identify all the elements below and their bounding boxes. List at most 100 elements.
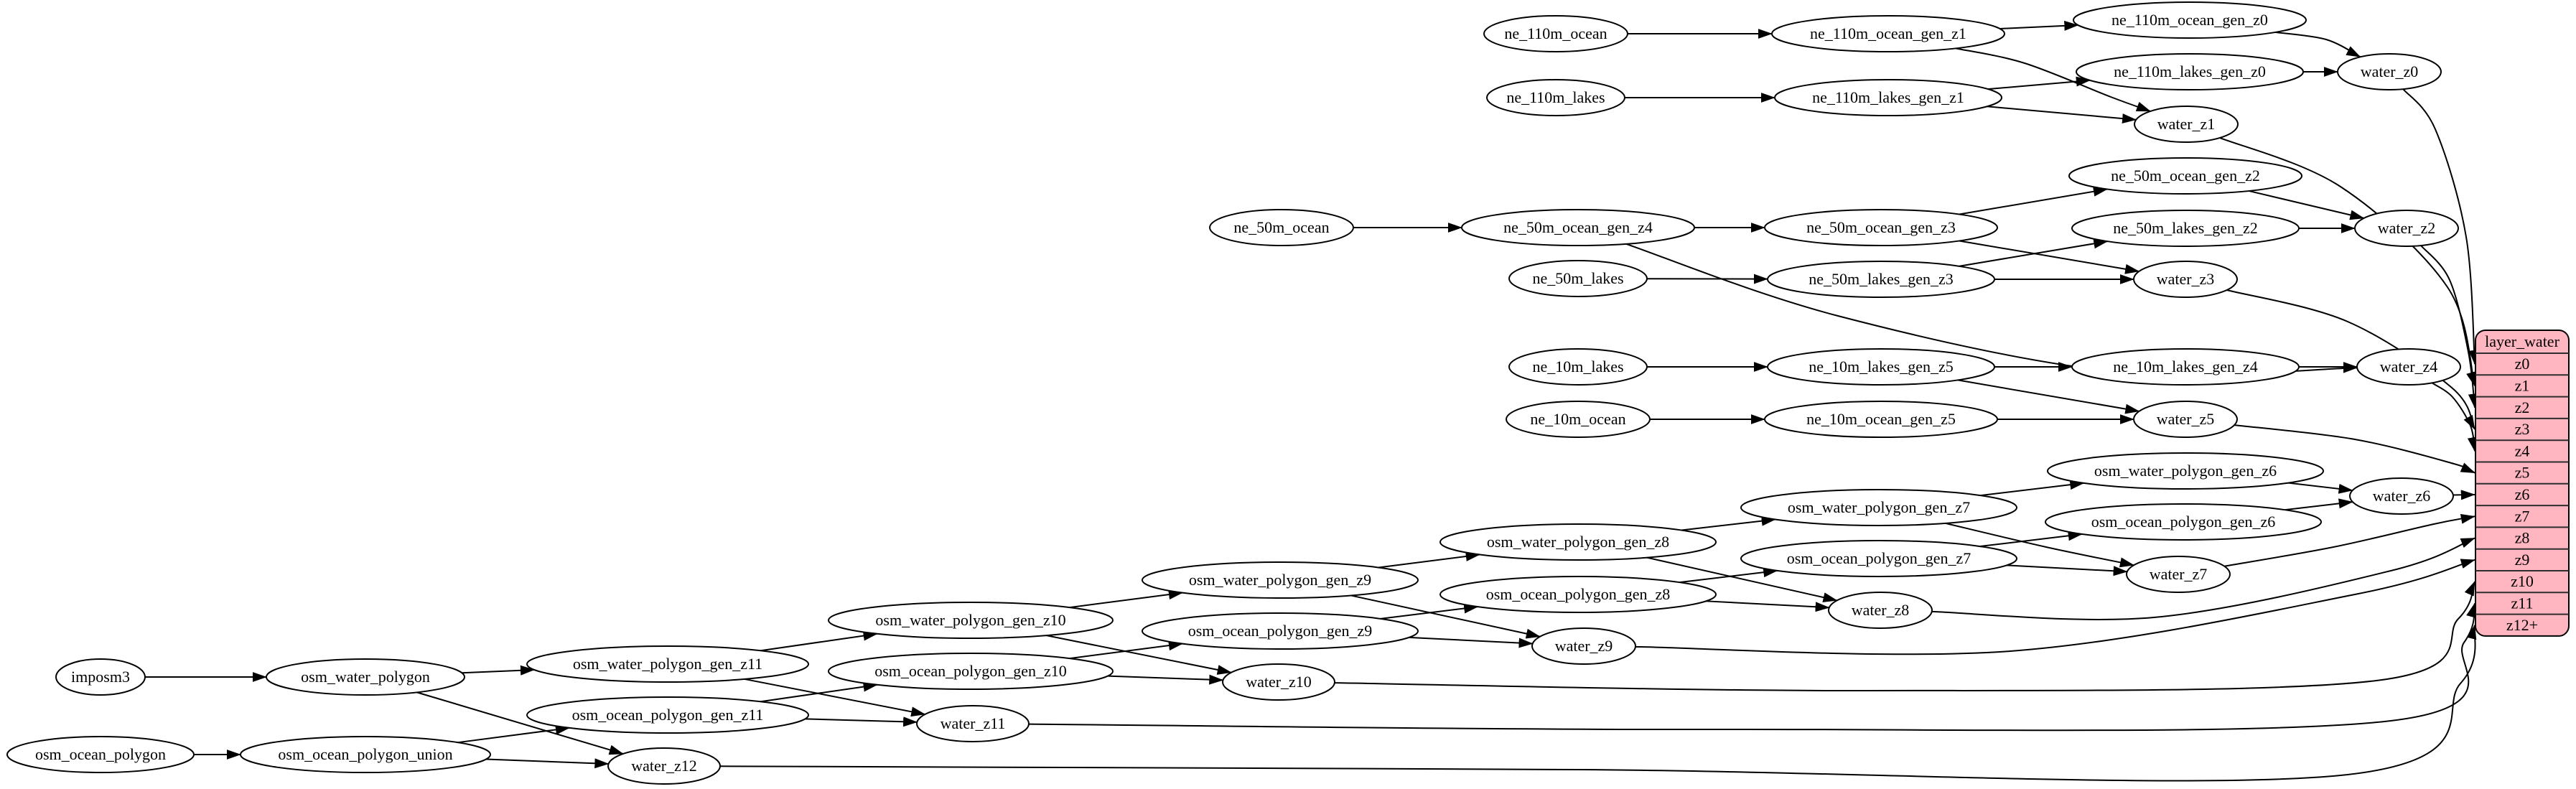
node-ne_110m_lakes: ne_110m_lakes — [1486, 79, 1625, 116]
layer-water-row-z11: z11 — [2511, 594, 2534, 612]
node-ne_50m_ocean_gen_z3-label: ne_50m_ocean_gen_z3 — [1806, 218, 1956, 236]
node-ne_50m_lakes_gen_z3-shape — [1767, 261, 1995, 298]
node-ne_110m_lakes_gen_z0-label: ne_110m_lakes_gen_z0 — [2114, 62, 2266, 80]
edge-osm_water_polygon_gen_z9-to-water_z9 — [1350, 594, 1541, 639]
node-osm_ocean_polygon_gen_z7-label: osm_ocean_polygon_gen_z7 — [1787, 549, 1971, 567]
layer-water-row-z0: z0 — [2515, 355, 2530, 373]
node-water_z7-label: water_z7 — [2150, 565, 2208, 583]
node-water_z0-label: water_z0 — [2361, 62, 2419, 80]
node-osm_ocean_polygon-label: osm_ocean_polygon — [35, 745, 166, 763]
edge-water_z10-to-layer_water.z10 — [1334, 581, 2475, 692]
node-ne_50m_ocean_gen_z2-label: ne_50m_ocean_gen_z2 — [2111, 167, 2260, 185]
node-ne_10m_ocean-shape — [1506, 401, 1651, 438]
node-osm_ocean_polygon: osm_ocean_polygon — [6, 736, 195, 773]
edge-osm_water_polygon_gen_z7-to-osm_water_polygon_gen_z6 — [1980, 480, 2085, 497]
node-water_z5-label: water_z5 — [2157, 410, 2215, 428]
node-ne_10m_ocean_gen_z5-label: ne_10m_ocean_gen_z5 — [1806, 410, 1956, 428]
node-water_z11-shape — [916, 705, 1030, 742]
node-ne_10m_ocean: ne_10m_ocean — [1506, 401, 1651, 438]
node-osm_ocean_polygon_gen_z10-shape — [828, 653, 1114, 690]
edge-ne_110m_lakes_gen_z1-to-water_z1 — [1987, 106, 2137, 124]
node-osm_water_polygon_gen_z8: osm_water_polygon_gen_z8 — [1439, 523, 1717, 561]
node-osm_ocean_polygon_gen_z10-label: osm_ocean_polygon_gen_z10 — [874, 662, 1067, 680]
node-water_z3: water_z3 — [2133, 261, 2238, 298]
node-ne_50m_ocean_gen_z4-label: ne_50m_ocean_gen_z4 — [1503, 218, 1653, 236]
node-ne_50m_ocean_gen_z3: ne_50m_ocean_gen_z3 — [1764, 209, 1998, 246]
edge-osm_water_polygon_gen_z11-to-osm_water_polygon_gen_z10 — [760, 630, 878, 652]
edge-osm_ocean_polygon_gen_z8-to-osm_ocean_polygon_gen_z7 — [1679, 567, 1778, 584]
layer-water-row-z4: z4 — [2515, 442, 2530, 459]
node-osm_water_polygon_gen_z7-shape — [1740, 489, 2017, 526]
node-osm_water_polygon_gen_z10-shape — [828, 602, 1114, 639]
layer-water-row-z5: z5 — [2515, 464, 2530, 482]
node-ne_110m_lakes_gen_z1-shape — [1774, 79, 2002, 116]
node-ne_50m_lakes-label: ne_50m_lakes — [1532, 269, 1623, 287]
layer-water-row-z9: z9 — [2515, 551, 2530, 569]
node-water_z4-label: water_z4 — [2380, 358, 2438, 375]
node-water_z8: water_z8 — [1828, 592, 1933, 629]
edge-water_z11-to-layer_water.z11 — [1028, 602, 2476, 732]
node-ne_50m_ocean_gen_z4: ne_50m_ocean_gen_z4 — [1461, 209, 1695, 246]
node-water_z6: water_z6 — [2349, 477, 2454, 515]
node-water_z9-shape — [1531, 627, 1636, 665]
node-water_z6-shape — [2349, 477, 2454, 515]
node-ne_10m_lakes-shape — [1508, 348, 1648, 386]
edge-osm_water_polygon_gen_z6-to-water_z6 — [2288, 482, 2353, 494]
node-ne_10m_ocean-label: ne_10m_ocean — [1530, 410, 1625, 428]
edge-osm_water_polygon_gen_z9-to-osm_water_polygon_gen_z8 — [1378, 551, 1480, 569]
node-ne_50m_ocean_gen_z2-shape — [2068, 157, 2302, 195]
node-water_z5-shape — [2133, 401, 2238, 438]
node-ne_110m_ocean_gen_z1-shape — [1771, 15, 2005, 52]
edges-layer — [145, 20, 2479, 782]
node-osm_ocean_polygon_gen_z9: osm_ocean_polygon_gen_z9 — [1142, 612, 1419, 650]
node-ne_10m_lakes_gen_z4-label: ne_10m_lakes_gen_z4 — [2113, 358, 2258, 375]
node-ne_10m_lakes_gen_z4-shape — [2071, 348, 2300, 386]
layer-water-row-z6: z6 — [2515, 485, 2530, 503]
edge-osm_ocean_polygon_gen_z10-to-osm_ocean_polygon_gen_z9 — [1069, 640, 1183, 660]
edge-water_z2-to-layer_water.z2 — [2420, 245, 2478, 408]
edge-ne_50m_ocean_gen_z3-to-ne_50m_ocean_gen_z2 — [1959, 186, 2108, 215]
node-ne_110m_ocean_gen_z1-label: ne_110m_ocean_gen_z1 — [1810, 24, 1966, 42]
layer-water-row-z1: z1 — [2515, 376, 2530, 394]
edge-osm_water_polygon-to-water_z12 — [416, 691, 624, 755]
edge-osm_water_polygon_gen_z8-to-water_z8 — [1646, 556, 1838, 602]
node-osm_ocean_polygon_gen_z11: osm_ocean_polygon_gen_z11 — [526, 696, 809, 734]
node-osm_ocean_polygon_gen_z10: osm_ocean_polygon_gen_z10 — [828, 653, 1114, 690]
edge-water_z7-to-layer_water.z7 — [2224, 513, 2475, 567]
node-ne_110m_lakes_gen_z1: ne_110m_lakes_gen_z1 — [1774, 79, 2002, 116]
layer-water-table: layer_waterz0z1z2z3z4z5z6z7z8z9z10z11z12… — [2475, 330, 2570, 637]
layer-water-table-title: layer_water — [2485, 332, 2559, 350]
node-imposm3: imposm3 — [55, 658, 146, 696]
node-water_z2-label: water_z2 — [2378, 219, 2436, 237]
node-osm_ocean_polygon_gen_z11-shape — [526, 696, 809, 734]
node-ne_110m_ocean_gen_z0-label: ne_110m_ocean_gen_z0 — [2111, 11, 2268, 29]
node-osm_water_polygon_gen_z8-label: osm_water_polygon_gen_z8 — [1487, 533, 1669, 551]
node-ne_50m_ocean_gen_z3-shape — [1764, 209, 1998, 246]
edge-osm_ocean_polygon_gen_z11-to-water_z11 — [805, 716, 918, 727]
node-ne_50m_lakes_gen_z2-shape — [2071, 210, 2300, 247]
node-water_z10-label: water_z10 — [1246, 673, 1312, 691]
node-osm_ocean_polygon_gen_z9-label: osm_ocean_polygon_gen_z9 — [1188, 622, 1373, 640]
node-ne_50m_ocean-shape — [1209, 209, 1354, 246]
node-osm_ocean_polygon_gen_z6-label: osm_ocean_polygon_gen_z6 — [2091, 513, 2276, 531]
node-ne_50m_lakes_gen_z2-label: ne_50m_lakes_gen_z2 — [2113, 219, 2258, 237]
node-water_z8-shape — [1828, 592, 1933, 629]
node-osm_ocean_polygon_gen_z7: osm_ocean_polygon_gen_z7 — [1740, 540, 2017, 577]
edge-ne_110m_ocean_gen_z1-to-ne_110m_ocean_gen_z0 — [1999, 20, 2079, 31]
node-ne_110m_ocean_gen_z0-shape — [2073, 1, 2307, 39]
node-ne_50m_lakes_gen_z2: ne_50m_lakes_gen_z2 — [2071, 210, 2300, 247]
node-water_z9-label: water_z9 — [1555, 637, 1613, 655]
node-water_z10: water_z10 — [1222, 663, 1335, 701]
edge-water_z0-to-layer_water.z0 — [2402, 88, 2479, 365]
node-osm_ocean_polygon_gen_z9-shape — [1142, 612, 1419, 650]
node-water_z1: water_z1 — [2134, 106, 2239, 143]
node-ne_110m_ocean_gen_z0: ne_110m_ocean_gen_z0 — [2073, 1, 2307, 39]
node-osm_ocean_polygon_union: osm_ocean_polygon_union — [240, 736, 491, 773]
node-ne_110m_ocean-shape — [1483, 15, 1628, 52]
node-osm_water_polygon_gen_z6: osm_water_polygon_gen_z6 — [2047, 452, 2324, 490]
layer-water-row-z12+: z12+ — [2506, 616, 2538, 634]
node-ne_50m_lakes_gen_z3: ne_50m_lakes_gen_z3 — [1767, 261, 1995, 298]
edge-osm_ocean_polygon_union-to-water_z12 — [486, 758, 610, 769]
node-ne_50m_ocean_gen_z2: ne_50m_ocean_gen_z2 — [2068, 157, 2302, 195]
